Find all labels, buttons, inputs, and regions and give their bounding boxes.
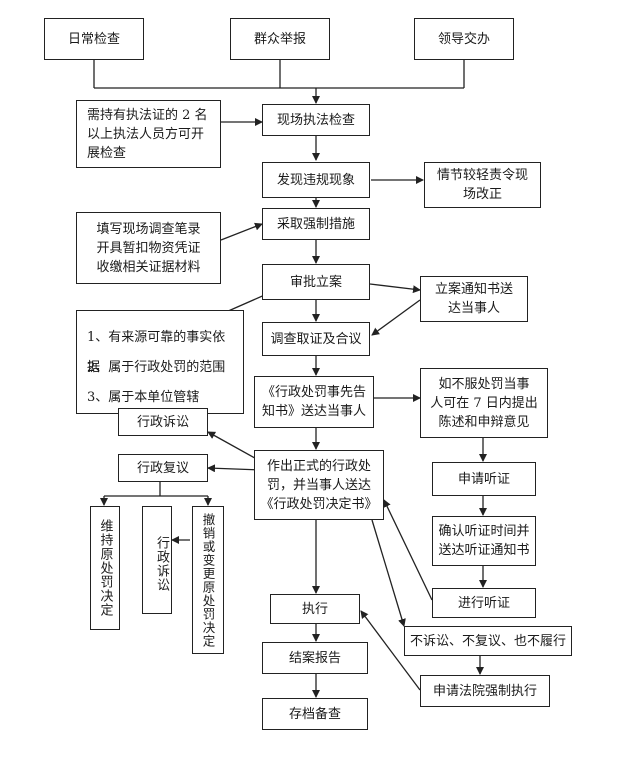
node-archive: 存档备查 (262, 698, 368, 730)
node-label: 行政复议 (136, 460, 189, 476)
conditions-list: 1、有来源可靠的事实依据 2、属于行政处罚的范围 3、属于本单位管辖 (76, 310, 244, 414)
node-admin-review: 行政复议 (118, 454, 208, 482)
node-litigation-vertical: 行政诉讼 (142, 506, 172, 614)
arrow (371, 299, 421, 336)
node-label: 确认听证时间并 送达听证通知书 (438, 524, 530, 558)
arrow (207, 431, 263, 463)
node-confirm-hearing: 确认听证时间并 送达听证通知书 (432, 516, 536, 566)
node-label: 结案报告 (288, 650, 341, 666)
node-found-violation: 发现违规现象 (262, 162, 370, 198)
node-label: 如不服处罚当事 人可在 7 日内提出 陈述和申辩意见 (430, 376, 538, 430)
node-court-enforce: 申请法院强制执行 (420, 675, 550, 707)
node-label: 申请法院强制执行 (432, 683, 537, 699)
node-dissent-note: 如不服处罚当事 人可在 7 日内提出 陈述和申辩意见 (420, 368, 548, 438)
node-label: 行政诉讼 (136, 414, 189, 430)
node-label: 需持有执法证的 2 名 以上执法人员方可开 展检查 (87, 107, 208, 161)
condition-item: 2、属于行政处罚的范围 (87, 360, 226, 375)
node-execute: 执行 (270, 594, 360, 624)
node-label: 采取强制措施 (276, 216, 355, 232)
node-approve-filing: 审批立案 (262, 264, 370, 300)
node-label: 《行政处罚事先告 知书》送达当事人 (261, 385, 366, 419)
node-label: 审批立案 (289, 274, 342, 290)
node-conduct-hearing: 进行听证 (432, 588, 536, 618)
node-label: 填写现场调查笔录 开具暂扣物资凭证 收缴相关证据材料 (96, 221, 201, 275)
node-label: 行政诉讼 (154, 536, 169, 592)
node-label: 进行听证 (457, 595, 510, 611)
node-label: 立案通知书送 达当事人 (434, 282, 513, 316)
arrow (207, 464, 263, 473)
condition-item: 3、属于本单位管辖 (87, 390, 200, 405)
node-label: 不诉讼、不复议、也不履行 (409, 633, 566, 649)
node-filing-notice: 立案通知书送 达当事人 (420, 276, 528, 322)
arrow (371, 519, 406, 627)
condition-item: 1、有来源可靠的事实依据 (87, 330, 226, 375)
node-daily-check: 日常检查 (44, 18, 144, 60)
node-label: 领导交办 (437, 31, 490, 47)
node-label: 执行 (301, 601, 328, 617)
node-label: 群众举报 (253, 31, 306, 47)
node-pre-notice: 《行政处罚事先告 知书》送达当事人 (254, 376, 374, 428)
node-label: 日常检查 (67, 31, 120, 47)
node-label: 情节较轻责令现 场改正 (436, 168, 528, 202)
node-leader-assign: 领导交办 (414, 18, 514, 60)
arrow (383, 499, 433, 601)
note-fill-records: 填写现场调查笔录 开具暂扣物资凭证 收缴相关证据材料 (76, 212, 221, 284)
node-revoke-change: 撤销或变更原处罚决定 (192, 506, 224, 654)
node-label: 调查取证及合议 (270, 331, 362, 347)
note-two-officers: 需持有执法证的 2 名 以上执法人员方可开 展检查 (76, 100, 221, 168)
arrow (360, 610, 421, 691)
node-close-report: 结案报告 (262, 642, 368, 674)
node-label: 维持原处罚决定 (97, 519, 113, 617)
node-minor-correct: 情节较轻责令现 场改正 (424, 162, 541, 208)
node-admin-litigation: 行政诉讼 (118, 408, 208, 436)
node-investigate: 调查取证及合议 (262, 322, 370, 356)
node-uphold: 维持原处罚决定 (90, 506, 120, 630)
node-enforcement-measures: 采取强制措施 (262, 208, 370, 240)
node-label: 撤销或变更原处罚决定 (200, 512, 216, 648)
arrow (220, 222, 263, 241)
node-label: 作出正式的行政处 罚，并当事人送达 《行政处罚决定书》 (260, 458, 378, 512)
node-public-report: 群众举报 (230, 18, 330, 60)
node-onsite-inspection: 现场执法检查 (262, 104, 370, 136)
node-label: 现场执法检查 (276, 112, 355, 128)
node-request-hearing: 申请听证 (432, 462, 536, 496)
node-formal-decision: 作出正式的行政处 罚，并当事人送达 《行政处罚决定书》 (254, 450, 384, 520)
node-label: 存档备查 (288, 706, 341, 722)
arrow (369, 283, 421, 294)
node-label: 发现违规现象 (276, 172, 355, 188)
node-label: 申请听证 (457, 471, 510, 487)
node-no-appeal: 不诉讼、不复议、也不履行 (404, 626, 572, 656)
